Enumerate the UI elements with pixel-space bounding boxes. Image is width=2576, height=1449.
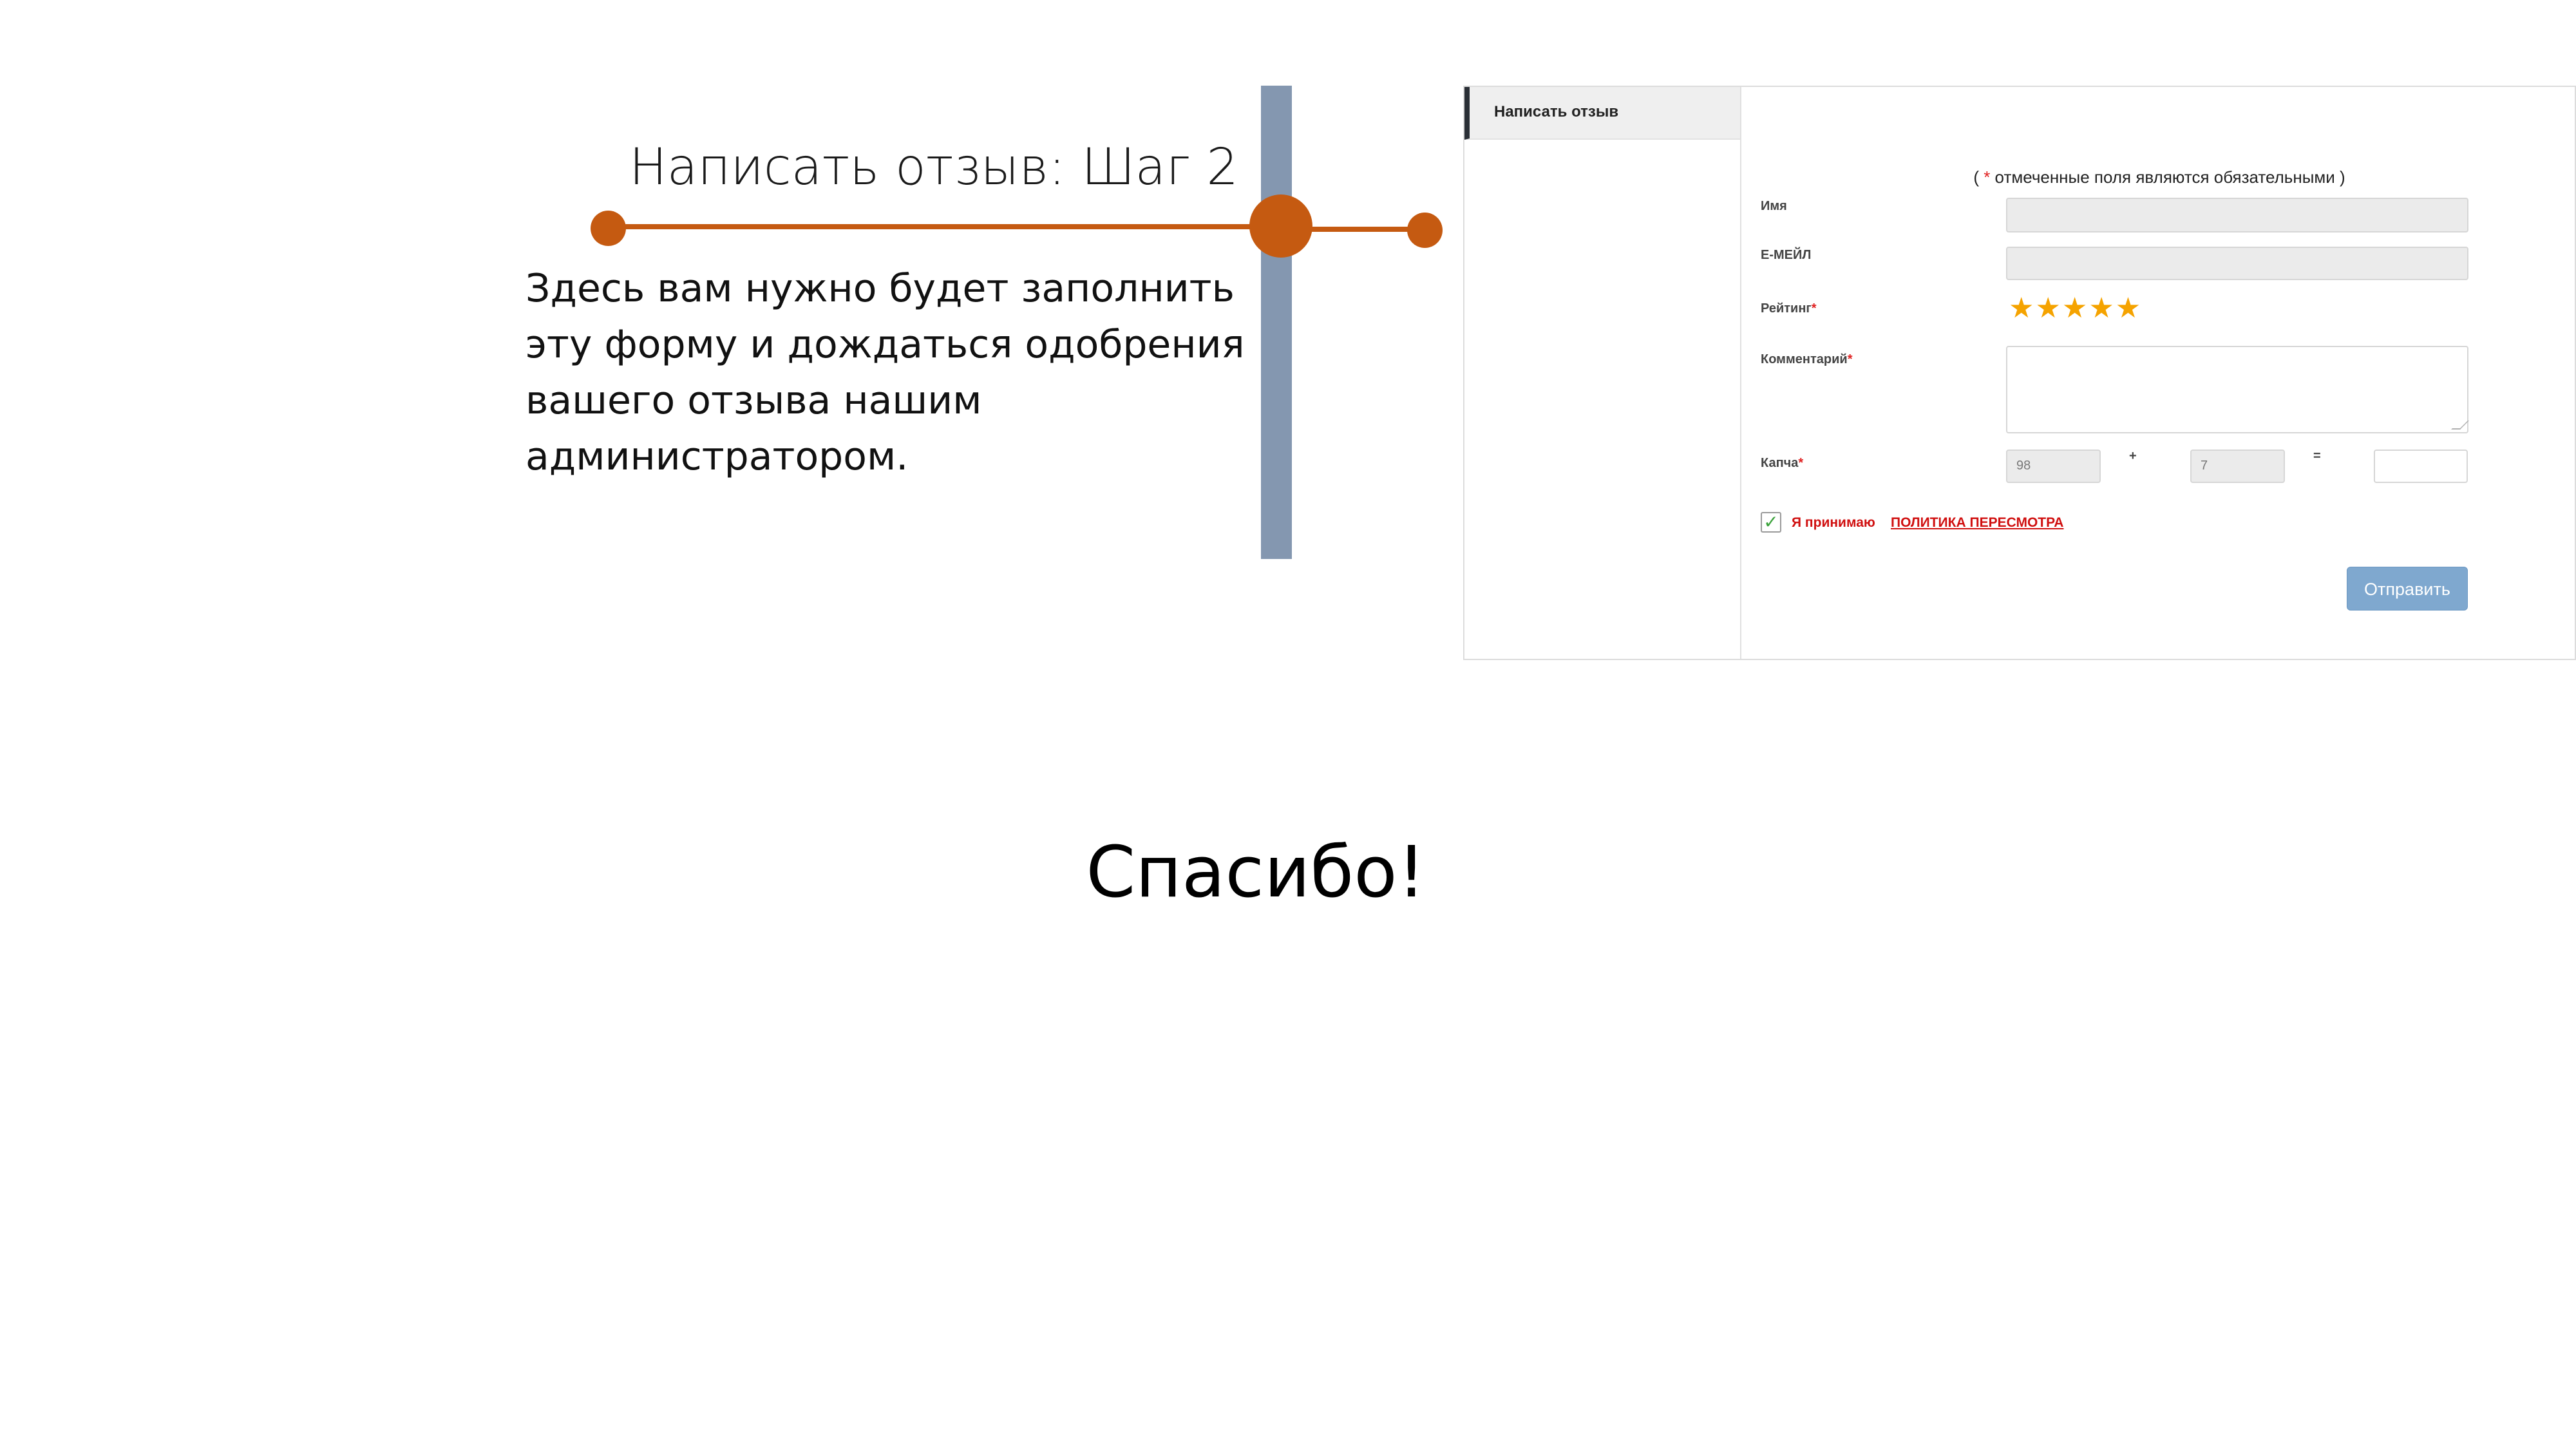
tab-write-review[interactable]: Написать отзыв: [1464, 87, 1740, 140]
submit-button[interactable]: Отправить: [2347, 567, 2468, 611]
resize-handle-icon[interactable]: [2451, 421, 2469, 430]
captcha-equals: =: [2313, 449, 2321, 463]
required-star: *: [1984, 167, 1991, 187]
captcha-value-a: 98: [2006, 450, 2101, 483]
accept-policy-checkbox[interactable]: ✓: [1761, 512, 1781, 533]
required-fields-note: ( * отмеченные поля являются обязательны…: [1973, 167, 2345, 187]
rating-label: Рейтинг*: [1761, 301, 1817, 316]
review-policy-link[interactable]: ПОЛИТИКА ПЕРЕСМОТРА: [1891, 515, 2064, 530]
accept-label: Я принимаю: [1792, 515, 1875, 530]
timeline-dot-current: [1249, 194, 1312, 258]
timeline-dot-start: [591, 211, 626, 246]
captcha-label: Капча*: [1761, 456, 1804, 470]
captcha-answer-input[interactable]: [2374, 450, 2468, 483]
name-label: Имя: [1761, 199, 1787, 213]
form-side-nav: Написать отзыв: [1464, 87, 1741, 659]
name-input[interactable]: [2006, 198, 2468, 232]
timeline-line-left: [608, 224, 1281, 229]
comment-textarea[interactable]: [2006, 346, 2469, 433]
step-title: Написать отзыв: Шаг 2: [629, 138, 1239, 196]
captcha-plus: +: [2129, 449, 2137, 463]
email-input[interactable]: [2006, 247, 2468, 280]
captcha-value-b: 7: [2190, 450, 2285, 483]
thanks-text: Спасибо!: [1086, 831, 1426, 913]
step-description: Здесь вам нужно будет заполнить эту форм…: [526, 266, 1245, 479]
timeline-vertical-bar: [1261, 86, 1292, 559]
timeline-dot-end: [1407, 213, 1443, 248]
review-form-panel: Написать отзыв ( * отмеченные поля являю…: [1463, 86, 2576, 660]
timeline-line-right: [1282, 227, 1425, 232]
email-label: Е-МЕЙЛ: [1761, 248, 1812, 262]
comment-label: Комментарий*: [1761, 352, 1853, 366]
rating-stars[interactable]: ★★★★★: [2009, 292, 2143, 325]
